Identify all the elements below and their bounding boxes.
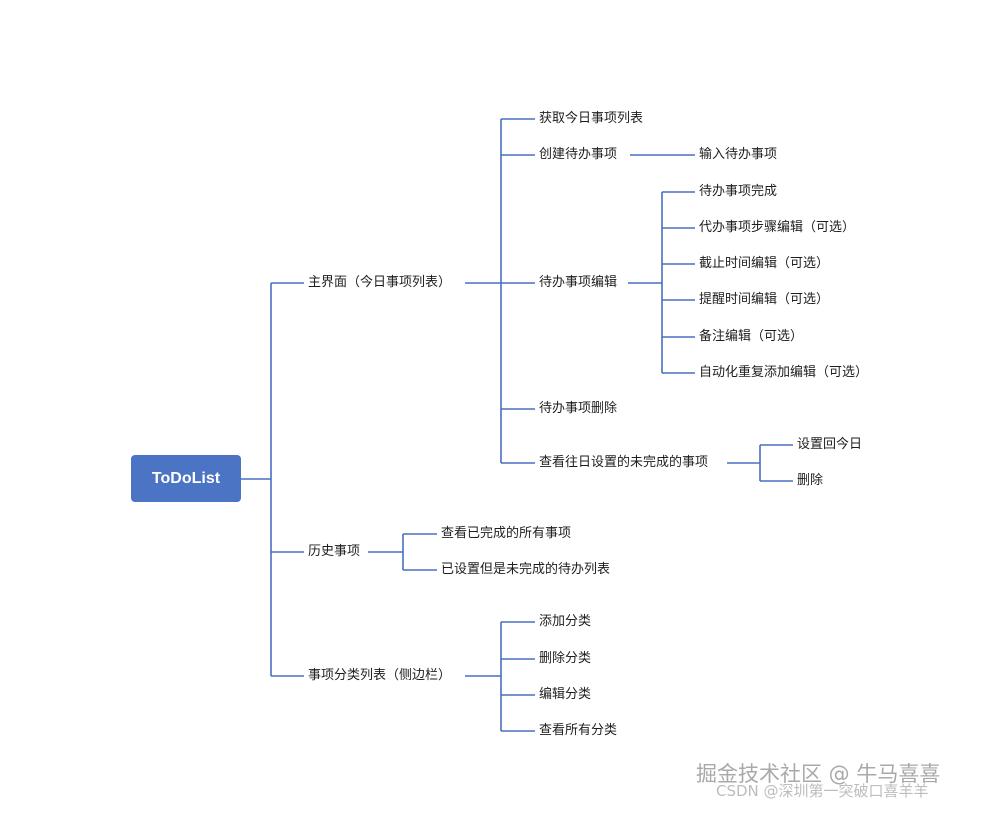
node-edit-item[interactable]: 自动化重复添加编辑（可选） xyxy=(697,364,871,382)
node-edit-item[interactable]: 截止时间编辑（可选） xyxy=(697,255,832,273)
node-past[interactable]: 查看往日设置的未完成的事项 xyxy=(537,454,711,472)
watermark-juejin: 掘金技术社区 @ 牛马喜喜 xyxy=(696,762,941,786)
node-history[interactable]: 历史事项 xyxy=(306,543,363,561)
node-category-item[interactable]: 删除分类 xyxy=(537,650,594,668)
node-main[interactable]: 主界面（今日事项列表） xyxy=(306,274,454,292)
node-history-item[interactable]: 查看已完成的所有事项 xyxy=(439,525,574,543)
node-delete[interactable]: 待办事项删除 xyxy=(537,400,620,418)
watermark-csdn: CSDN @深圳第一突破口喜羊羊 xyxy=(716,782,929,800)
node-create-input[interactable]: 输入待办事项 xyxy=(697,146,780,164)
node-edit-item[interactable]: 备注编辑（可选） xyxy=(697,328,806,346)
node-past-item[interactable]: 删除 xyxy=(795,472,826,490)
node-category-item[interactable]: 添加分类 xyxy=(537,613,594,631)
node-edit-item[interactable]: 提醒时间编辑（可选） xyxy=(697,291,832,309)
node-past-item[interactable]: 设置回今日 xyxy=(795,436,865,454)
root-node[interactable]: ToDoList xyxy=(131,455,241,502)
node-fetch[interactable]: 获取今日事项列表 xyxy=(537,110,646,128)
node-create[interactable]: 创建待办事项 xyxy=(537,146,620,164)
node-edit[interactable]: 待办事项编辑 xyxy=(537,274,620,292)
node-category[interactable]: 事项分类列表（侧边栏） xyxy=(306,667,454,685)
node-edit-item[interactable]: 代办事项步骤编辑（可选） xyxy=(697,219,858,237)
node-category-item[interactable]: 查看所有分类 xyxy=(537,722,620,740)
node-history-item[interactable]: 已设置但是未完成的待办列表 xyxy=(439,561,613,579)
node-edit-item[interactable]: 待办事项完成 xyxy=(697,183,780,201)
node-category-item[interactable]: 编辑分类 xyxy=(537,686,594,704)
